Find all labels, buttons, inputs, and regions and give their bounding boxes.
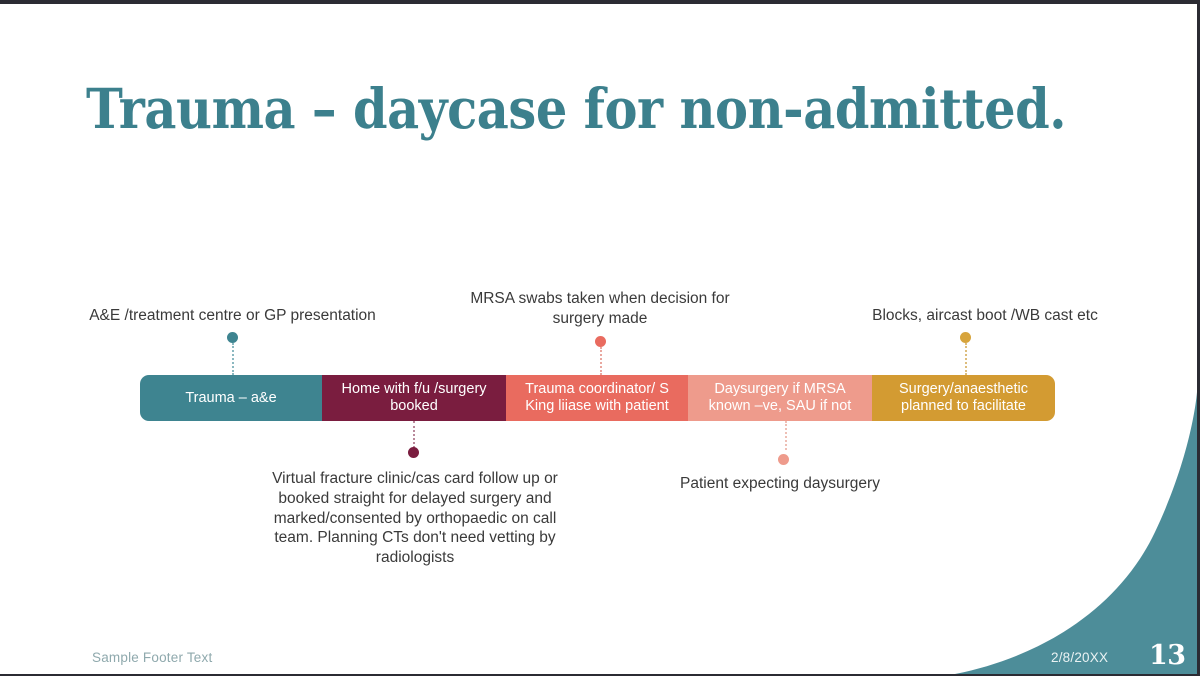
corner-swoosh-decoration <box>925 392 1197 674</box>
callout-patient-expecting-connector <box>785 421 787 450</box>
timeline-segment-surgery-anaesthetic[interactable]: Surgery/anaesthetic planned to facilitat… <box>872 375 1055 421</box>
callout-patient-expecting-label: Patient expecting daysurgery <box>680 475 880 492</box>
footer-text: Sample Footer Text <box>92 650 213 665</box>
timeline-segment-home-with-fu[interactable]: Home with f/u /surgery booked <box>322 375 506 421</box>
callout-virtual-fracture-clinic-label: Virtual fracture clinic/cas card follow … <box>272 470 558 567</box>
callout-mrsa-swabs-label: MRSA swabs taken when decision for surge… <box>470 290 730 327</box>
callout-blocks-aircast-label: Blocks, aircast boot /WB cast etc <box>872 307 1098 324</box>
timeline-bar: Trauma – a&e Home with f/u /surgery book… <box>140 375 1055 421</box>
callout-patient-expecting-dot <box>778 454 789 465</box>
page-number: 13 <box>1149 640 1186 671</box>
callout-ae-presentation-connector <box>232 343 234 375</box>
callout-mrsa-swabs-dot <box>595 336 606 347</box>
timeline-segment-trauma-ae-label: Trauma – a&e <box>185 389 277 406</box>
callout-mrsa-swabs-connector <box>600 347 602 375</box>
footer-date: 2/8/20XX <box>1051 650 1109 665</box>
timeline-segment-daysurgery-mrsa[interactable]: Daysurgery if MRSA known –ve, SAU if not <box>688 375 872 421</box>
timeline-segment-daysurgery-mrsa-label: Daysurgery if MRSA known –ve, SAU if not <box>708 381 852 414</box>
callout-blocks-aircast-connector <box>965 343 967 375</box>
timeline-segment-trauma-coordinator[interactable]: Trauma coordinator/ S King liiase with p… <box>506 375 688 421</box>
page-title: Trauma – daycase for non-admitted. <box>86 76 1067 141</box>
callout-blocks-aircast-dot <box>960 332 971 343</box>
callout-ae-presentation-dot <box>227 332 238 343</box>
timeline-segment-surgery-anaesthetic-label: Surgery/anaesthetic planned to facilitat… <box>899 381 1028 414</box>
timeline-segment-trauma-ae[interactable]: Trauma – a&e <box>140 375 322 421</box>
callout-virtual-fracture-clinic-dot <box>408 447 419 458</box>
timeline-segment-trauma-coordinator-label: Trauma coordinator/ S King liiase with p… <box>525 381 669 414</box>
timeline-segment-home-with-fu-label: Home with f/u /surgery booked <box>341 381 487 414</box>
callout-virtual-fracture-clinic-connector <box>413 421 415 448</box>
callout-ae-presentation-label: A&E /treatment centre or GP presentation <box>89 307 376 324</box>
